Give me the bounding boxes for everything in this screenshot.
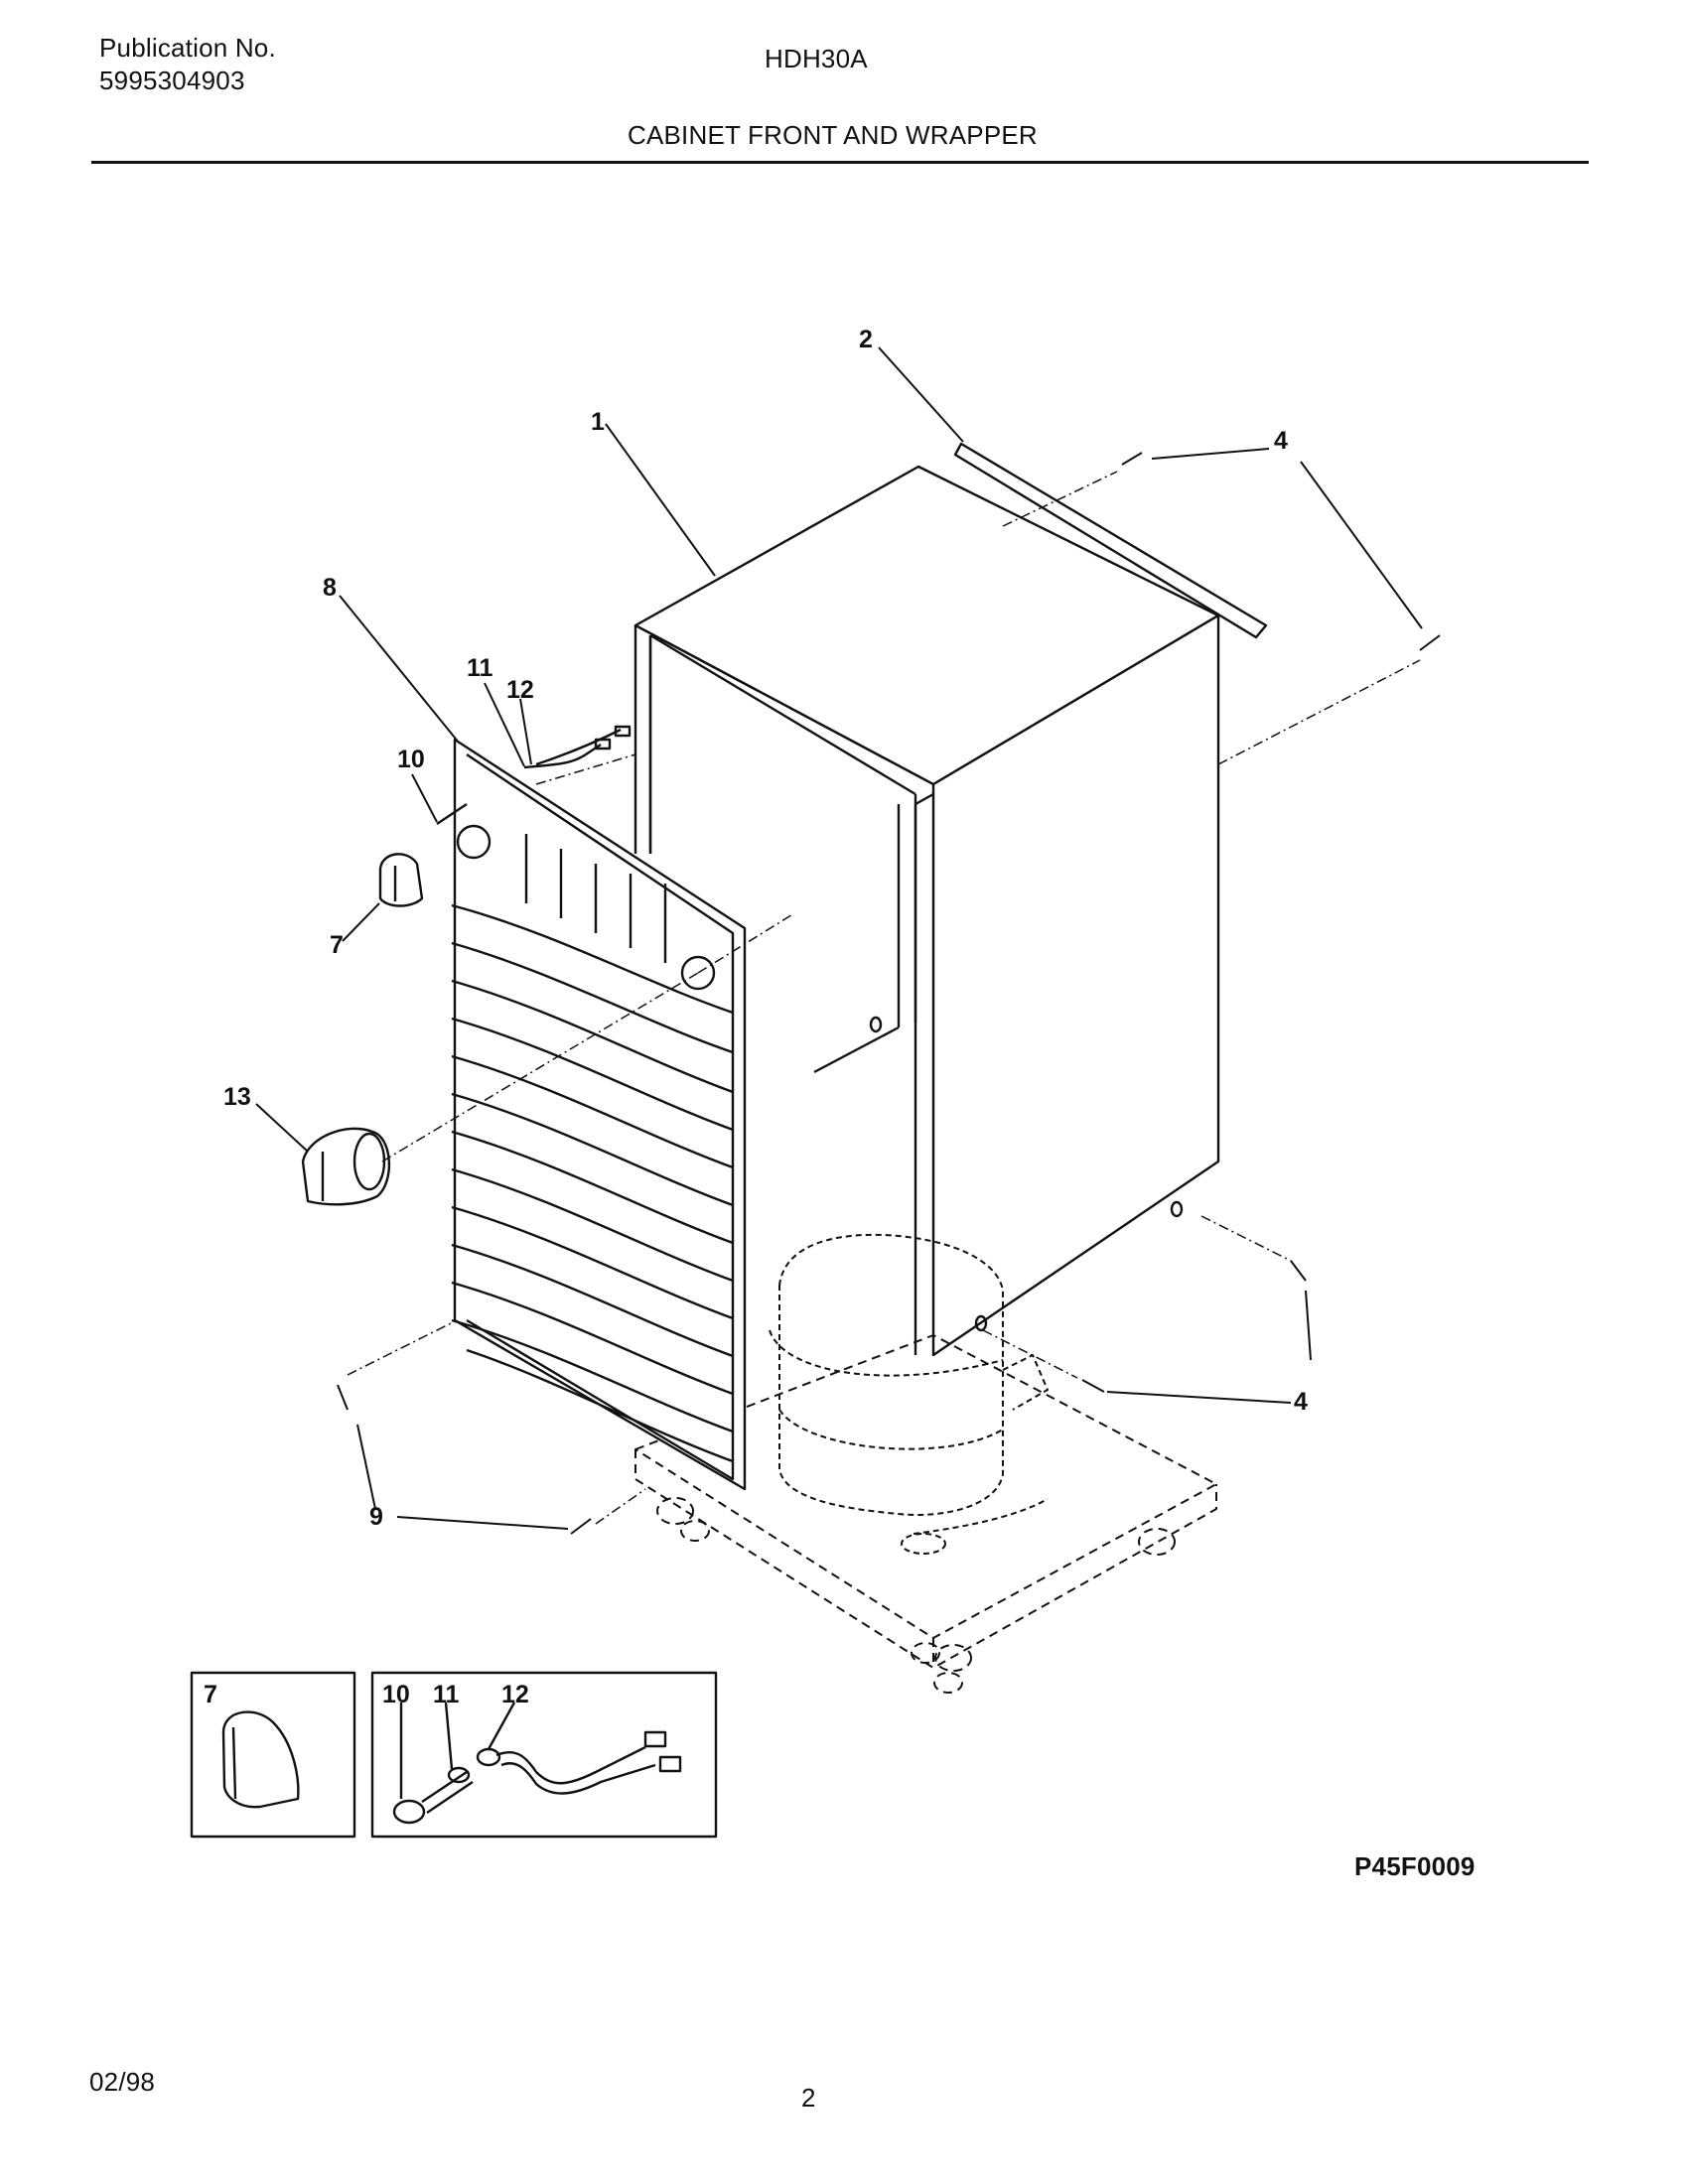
callout-11: 11: [467, 654, 493, 682]
footer-date: 02/98: [89, 2067, 156, 2097]
callout-1: 1: [591, 408, 605, 436]
callout-12: 12: [506, 676, 534, 704]
inset-light-box: [370, 1671, 718, 1839]
inset-knob-box: [190, 1671, 356, 1839]
front-grille-panel: [451, 738, 747, 1491]
callout-4-top: 4: [1274, 427, 1288, 455]
section-title: CABINET FRONT AND WRAPPER: [628, 120, 1038, 150]
inset-label-10: 10: [382, 1681, 410, 1708]
callout-labels: 1 2 4 4 7 8 9 10 11 12 13 7 10 11 12: [204, 326, 1308, 1708]
page-number: 2: [801, 2083, 816, 2113]
inset-label-11: 11: [433, 1681, 460, 1708]
light-wire-assembly: [436, 725, 632, 825]
inset-label-7: 7: [204, 1681, 217, 1708]
model-number: HDH30A: [765, 44, 868, 73]
callout-7: 7: [330, 931, 344, 959]
callout-2: 2: [859, 326, 873, 353]
top-rail: [953, 442, 1268, 639]
screws: [337, 452, 1441, 1535]
alignment-lines: [347, 471, 1421, 1525]
compressor: [769, 1233, 1049, 1555]
inset-label-12: 12: [501, 1681, 529, 1708]
figure-code: P45F0009: [1354, 1851, 1476, 1881]
callout-10: 10: [397, 746, 425, 773]
header-rule: [91, 161, 1589, 164]
callout-4-bottom: 4: [1294, 1388, 1308, 1416]
base-pan: [634, 1334, 1217, 1694]
callout-9: 9: [369, 1503, 383, 1531]
callout-13: 13: [223, 1083, 251, 1111]
large-control-knob: [301, 1127, 390, 1206]
callout-8: 8: [323, 574, 337, 602]
publication-number: 5995304903: [99, 66, 245, 95]
publication-label: Publication No.: [99, 33, 276, 63]
control-knob: [378, 853, 424, 907]
leader-lines: [255, 346, 1423, 1530]
